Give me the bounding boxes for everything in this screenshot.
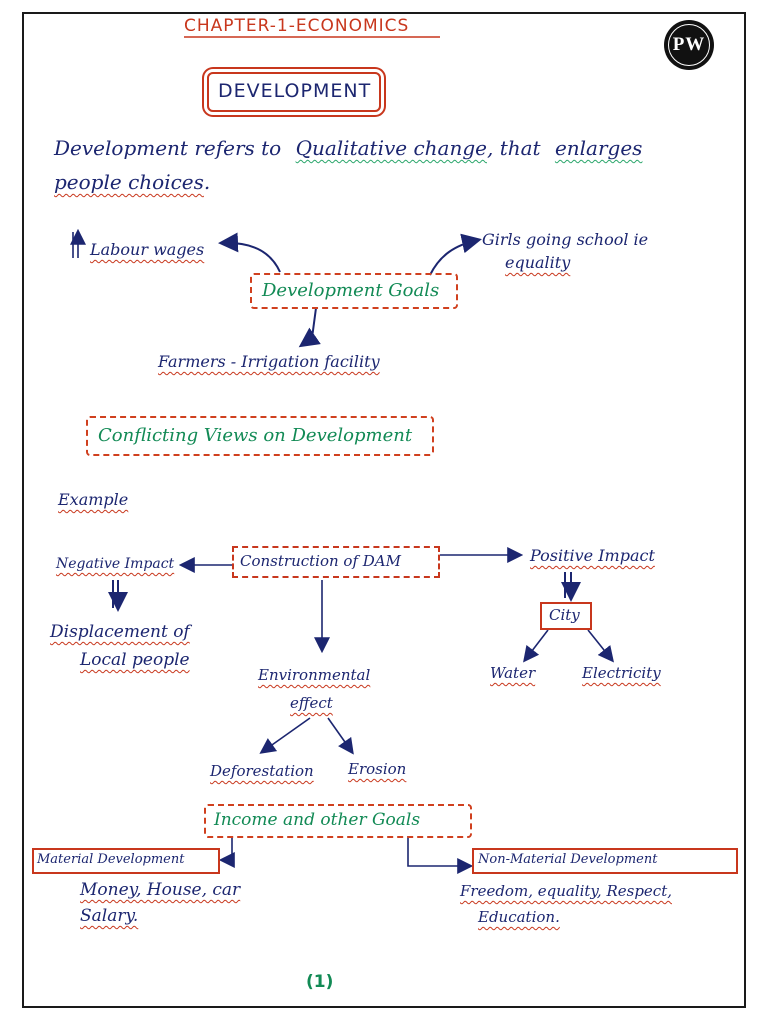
chapter-separator: -	[288, 16, 296, 36]
nonmaterial-label: Non-Material Development	[478, 852, 658, 867]
definition-line1: Development refers to Qualitative change…	[54, 136, 642, 160]
arrow-to-labour	[218, 232, 281, 273]
arrow-to-water	[523, 629, 549, 663]
displacement-line2: Local people	[80, 650, 190, 670]
arrow-to-erosion	[327, 717, 354, 755]
material-box	[32, 848, 220, 874]
subject-name: ECONOMICS	[295, 16, 410, 36]
pw-logo: PW	[664, 20, 714, 70]
goal-girls-school: Girls going school ie	[482, 230, 649, 249]
nonmaterial-items-line2: Education.	[478, 908, 560, 926]
definition-key-qualitative: Qualitative change	[295, 136, 487, 160]
material-items-line1: Money, House, car	[80, 880, 241, 900]
erosion-label: Erosion	[348, 760, 407, 778]
example-label: Example	[58, 490, 129, 509]
goal-labour-wages: Labour wages	[90, 240, 205, 259]
income-heading: Income and other Goals	[214, 810, 421, 830]
goals-center: Development Goals	[262, 280, 440, 301]
goal-equality: equality	[505, 253, 571, 272]
up-arrow-labour	[73, 232, 78, 258]
arrow-to-nonmaterial	[407, 836, 474, 874]
conflicting-heading: Conflicting Views on Development	[98, 425, 413, 446]
arrow-to-farmers	[298, 307, 321, 348]
material-label: Material Development	[37, 852, 185, 867]
definition-end: .	[203, 170, 211, 194]
electricity-label: Electricity	[582, 664, 661, 682]
definition-key-choices: people choices	[54, 170, 204, 194]
arrow-to-deforestation	[259, 717, 311, 754]
definition-text-2: , that	[486, 136, 541, 160]
displacement-line1: Displacement of	[50, 622, 190, 642]
definition-text: Development refers to	[54, 136, 282, 160]
dam-center: Construction of DAM	[240, 552, 401, 570]
definition-key-enlarges: enlarges	[554, 136, 643, 160]
arrow-to-displacement	[113, 580, 118, 608]
chapter-heading: CHAPTER-1-ECONOMICS	[184, 16, 409, 36]
dam-box	[232, 546, 440, 578]
page-title: DEVELOPMENT	[218, 80, 372, 102]
nonmaterial-box	[472, 848, 738, 874]
negative-impact: Negative Impact	[56, 556, 175, 572]
arrow-to-material	[218, 836, 235, 868]
arrow-to-electricity	[587, 629, 614, 663]
pw-logo-text: PW	[672, 34, 706, 55]
conflicting-box	[86, 416, 434, 456]
goal-farmers-irrigation: Farmers - Irrigation facility	[158, 352, 380, 371]
environment-line1: Environmental	[258, 666, 371, 684]
definition-line2: people choices.	[54, 170, 210, 194]
chapter-number: CHAPTER-1	[184, 16, 289, 36]
goals-box	[250, 273, 458, 309]
city-box	[540, 602, 592, 630]
arrow-to-girls	[429, 233, 482, 276]
arrow-to-city	[565, 572, 571, 598]
water-label: Water	[490, 664, 536, 682]
page-number: (1)	[306, 972, 334, 992]
income-box	[204, 804, 472, 838]
nonmaterial-items-line1: Freedom, equality, Respect,	[460, 882, 672, 900]
material-items-line2: Salary.	[80, 906, 139, 926]
environment-line2: effect	[290, 694, 333, 712]
title-box	[207, 72, 381, 112]
city-label: City	[549, 606, 580, 624]
deforestation-label: Deforestation	[210, 762, 314, 780]
positive-impact: Positive Impact	[530, 546, 655, 565]
notes-page	[22, 12, 746, 1008]
